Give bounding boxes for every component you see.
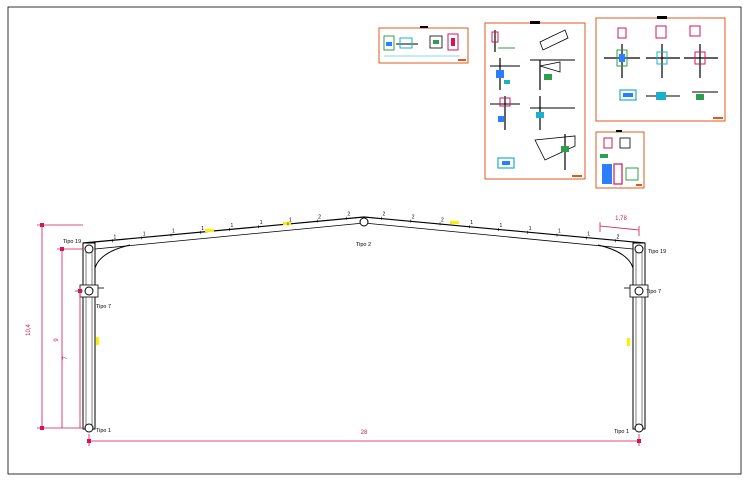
detail-sheet-connections[interactable] <box>484 21 586 180</box>
dim-span: 28 <box>361 430 368 436</box>
right-rafter-top <box>363 216 646 244</box>
right-crane-bracket <box>624 284 649 298</box>
left-rafter-bottom <box>94 222 365 250</box>
purlin-mark: 2 <box>616 234 619 240</box>
right-column <box>632 242 646 430</box>
purlin-mark: 1 <box>260 220 263 226</box>
right-haunch <box>597 244 634 269</box>
marker <box>450 221 459 224</box>
marker <box>96 337 99 345</box>
left-rafter-top <box>82 216 365 244</box>
rafter-marks-right: 2 2 2 1 1 1 1 1 2 <box>381 212 619 243</box>
label-type-7-right: Tipo 7 <box>646 289 661 295</box>
marker <box>205 229 214 232</box>
dimension-ticks <box>40 223 641 443</box>
dim-total-height: 10,4 <box>26 324 32 336</box>
purlin-mark: 1 <box>470 220 473 226</box>
purlin-mark: 1 <box>143 231 146 237</box>
purlin-mark: 1 <box>172 229 175 235</box>
purlin-mark: 2 <box>441 217 444 223</box>
purlin-mark: 2 <box>347 212 350 218</box>
detail-sheet-base[interactable] <box>595 130 645 189</box>
purlin-mark: 1 <box>114 234 117 240</box>
label-type-1-right: Tipo 1 <box>614 429 629 435</box>
ridge-joint <box>359 217 369 227</box>
marker <box>627 338 630 346</box>
purlin-mark: 1 <box>201 226 204 232</box>
dim-crane-height: 7 <box>63 356 69 360</box>
purlin-mark: 1 <box>529 226 532 232</box>
left-eave-joint <box>84 244 94 254</box>
type-labels: Tipo 19 Tipo 19 Tipo 2 Tipo 7 Tipo 7 Tip… <box>63 239 666 435</box>
purlin-mark: 2 <box>383 212 386 218</box>
right-rafter-bottom <box>363 222 634 250</box>
label-type-7-left: Tipo 7 <box>96 304 111 310</box>
left-crane-bracket <box>79 284 104 298</box>
label-type-1-left: Tipo 1 <box>96 428 111 434</box>
dim-eave-height: 9 <box>54 338 60 342</box>
purlin-mark: 2 <box>412 215 415 221</box>
purlin-mark: 1 <box>289 217 292 223</box>
purlin-mark: 1 <box>231 223 234 229</box>
dim-offset: 1,78 <box>615 216 627 222</box>
label-type-19-right: Tipo 19 <box>648 249 666 255</box>
portal-frame <box>79 216 649 433</box>
right-eave-joint <box>634 244 644 254</box>
label-type-2: Tipo 2 <box>356 242 371 248</box>
left-haunch <box>94 244 131 269</box>
purlin-mark: 1 <box>558 229 561 235</box>
dimensions <box>37 222 640 446</box>
left-column <box>82 242 96 430</box>
purlin-mark: 1 <box>587 231 590 237</box>
purlin-mark: 2 <box>318 215 321 221</box>
purlin-mark: 1 <box>500 223 503 229</box>
detail-sheet-beam-splice[interactable] <box>378 26 469 64</box>
sheet-border <box>7 6 742 475</box>
label-type-19-left: Tipo 19 <box>63 239 81 245</box>
right-base-joint <box>634 423 644 433</box>
detail-sheet-column-joints[interactable] <box>595 16 726 122</box>
left-base-joint <box>84 423 94 433</box>
rafter-marks-left: 1 1 1 1 1 1 1 2 2 <box>112 212 350 243</box>
marker <box>283 222 291 225</box>
